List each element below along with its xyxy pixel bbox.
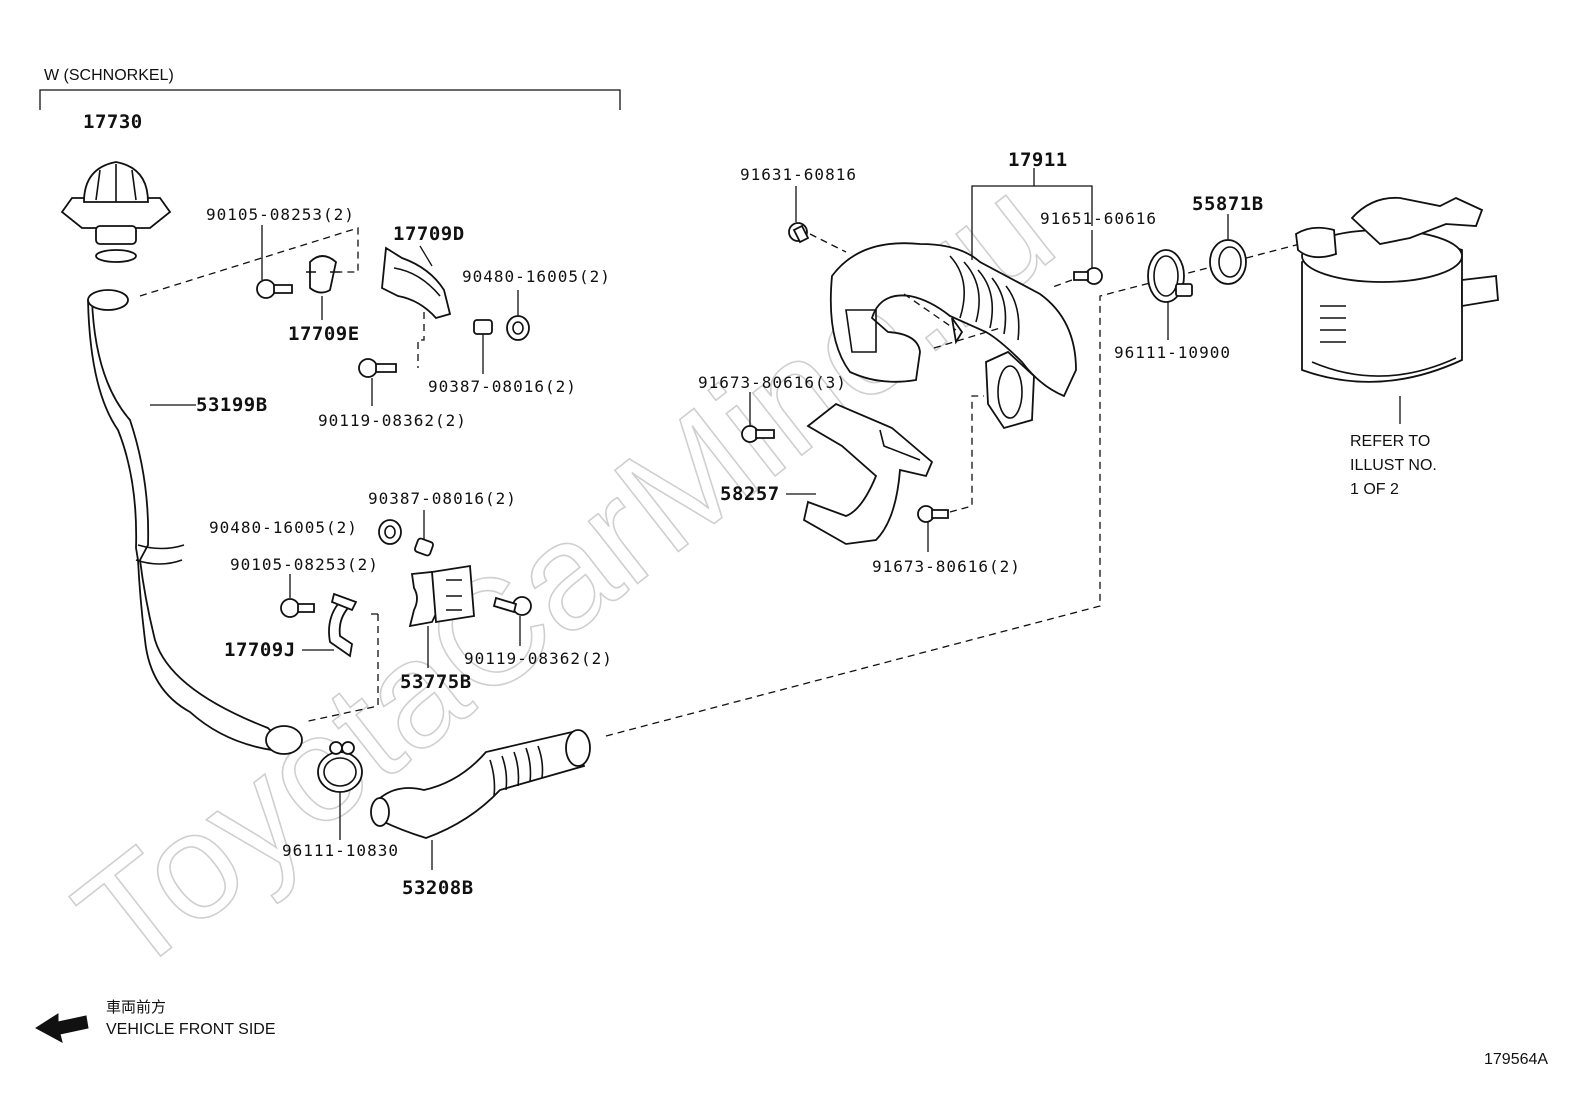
direction-en: VEHICLE FRONT SIDE xyxy=(106,1021,276,1038)
front-direction-arrow-icon xyxy=(35,1013,89,1043)
label-17730: 17730 xyxy=(83,111,143,133)
bolt-91651[interactable] xyxy=(1073,267,1103,285)
refer-note-line3: 1 OF 2 xyxy=(1350,481,1399,498)
dash-upper-bracket xyxy=(417,312,425,368)
label-53199B: 53199B xyxy=(196,394,268,416)
grommet-90480-lower[interactable] xyxy=(378,519,402,545)
bolt-91631[interactable] xyxy=(788,222,810,244)
refer-note-line1: REFER TO xyxy=(1350,433,1430,450)
label-17911: 17911 xyxy=(1008,149,1068,171)
label-58257: 58257 xyxy=(720,483,780,505)
dash-91651 xyxy=(1049,279,1073,289)
label-90480-lower: 90480-16005(2) xyxy=(209,518,358,537)
bolt-90119-lower[interactable] xyxy=(492,596,532,616)
label-90105-lower: 90105-08253(2) xyxy=(230,555,379,574)
label-90387-upper: 90387-08016(2) xyxy=(428,377,577,396)
collar-90387-upper[interactable] xyxy=(473,319,493,335)
dash-17911-internal xyxy=(903,293,1001,349)
label-96111-10830: 96111-10830 xyxy=(282,841,399,860)
label-53775B: 53775B xyxy=(400,671,472,693)
label-91673-3: 91673-80616(3) xyxy=(698,373,847,392)
group-bracket xyxy=(39,89,621,110)
bracket-53775B[interactable] xyxy=(408,564,475,628)
label-17709D: 17709D xyxy=(393,223,465,245)
bolt-91673-2[interactable] xyxy=(917,505,949,523)
leader-17709D xyxy=(419,245,433,267)
label-53208B: 53208B xyxy=(402,877,474,899)
clamp-96111-10900[interactable] xyxy=(1147,249,1193,303)
part-17730-snorkel-cap[interactable] xyxy=(60,161,172,263)
bolt-90119-upper[interactable] xyxy=(358,358,397,378)
grommet-90480-upper[interactable] xyxy=(506,315,530,341)
bracket-17709D[interactable] xyxy=(381,246,452,320)
collar-90387-lower[interactable] xyxy=(414,537,434,557)
dash-91673-2 xyxy=(949,395,984,513)
hose-53208B[interactable] xyxy=(370,729,591,839)
label-91651: 91651-60616 xyxy=(1040,209,1157,228)
ring-55871B[interactable] xyxy=(1209,239,1247,285)
clamp-96111-10830[interactable] xyxy=(317,741,363,793)
clamp-17709J[interactable] xyxy=(328,592,358,658)
duct-58257[interactable] xyxy=(802,402,934,545)
bolt-91673-3[interactable] xyxy=(741,425,775,443)
label-90480-upper: 90480-16005(2) xyxy=(462,267,611,286)
dash-upper-left xyxy=(139,227,359,297)
label-17709E: 17709E xyxy=(288,323,360,345)
label-90387-lower: 90387-08016(2) xyxy=(368,489,517,508)
label-90105-upper: 90105-08253(2) xyxy=(206,205,355,224)
part-53199B-snorkel-tube[interactable] xyxy=(87,289,303,755)
air-cleaner-assembly[interactable] xyxy=(1295,196,1499,383)
label-55871B: 55871B xyxy=(1192,193,1264,215)
figure-id: 179564A xyxy=(1484,1051,1548,1068)
bracket-17911 xyxy=(971,168,1093,226)
dash-main-route xyxy=(605,243,1301,737)
label-90119-lower: 90119-08362(2) xyxy=(464,649,613,668)
bolt-90105-upper[interactable] xyxy=(256,279,293,299)
label-91673-2: 91673-80616(2) xyxy=(872,557,1021,576)
clamp-17709E[interactable] xyxy=(306,255,340,294)
refer-note-line2: ILLUST NO. xyxy=(1350,457,1437,474)
group-heading: W (SCHNORKEL) xyxy=(44,67,174,84)
bolt-90105-lower[interactable] xyxy=(280,598,315,618)
dash-91631 xyxy=(809,233,847,253)
direction-jp: 車両前方 xyxy=(106,998,166,1016)
label-91631: 91631-60816 xyxy=(740,165,857,184)
label-17709J: 17709J xyxy=(224,639,296,661)
label-90119-upper: 90119-08362(2) xyxy=(318,411,467,430)
dash-lower-left xyxy=(303,613,379,723)
label-96111-10900: 96111-10900 xyxy=(1114,343,1231,362)
